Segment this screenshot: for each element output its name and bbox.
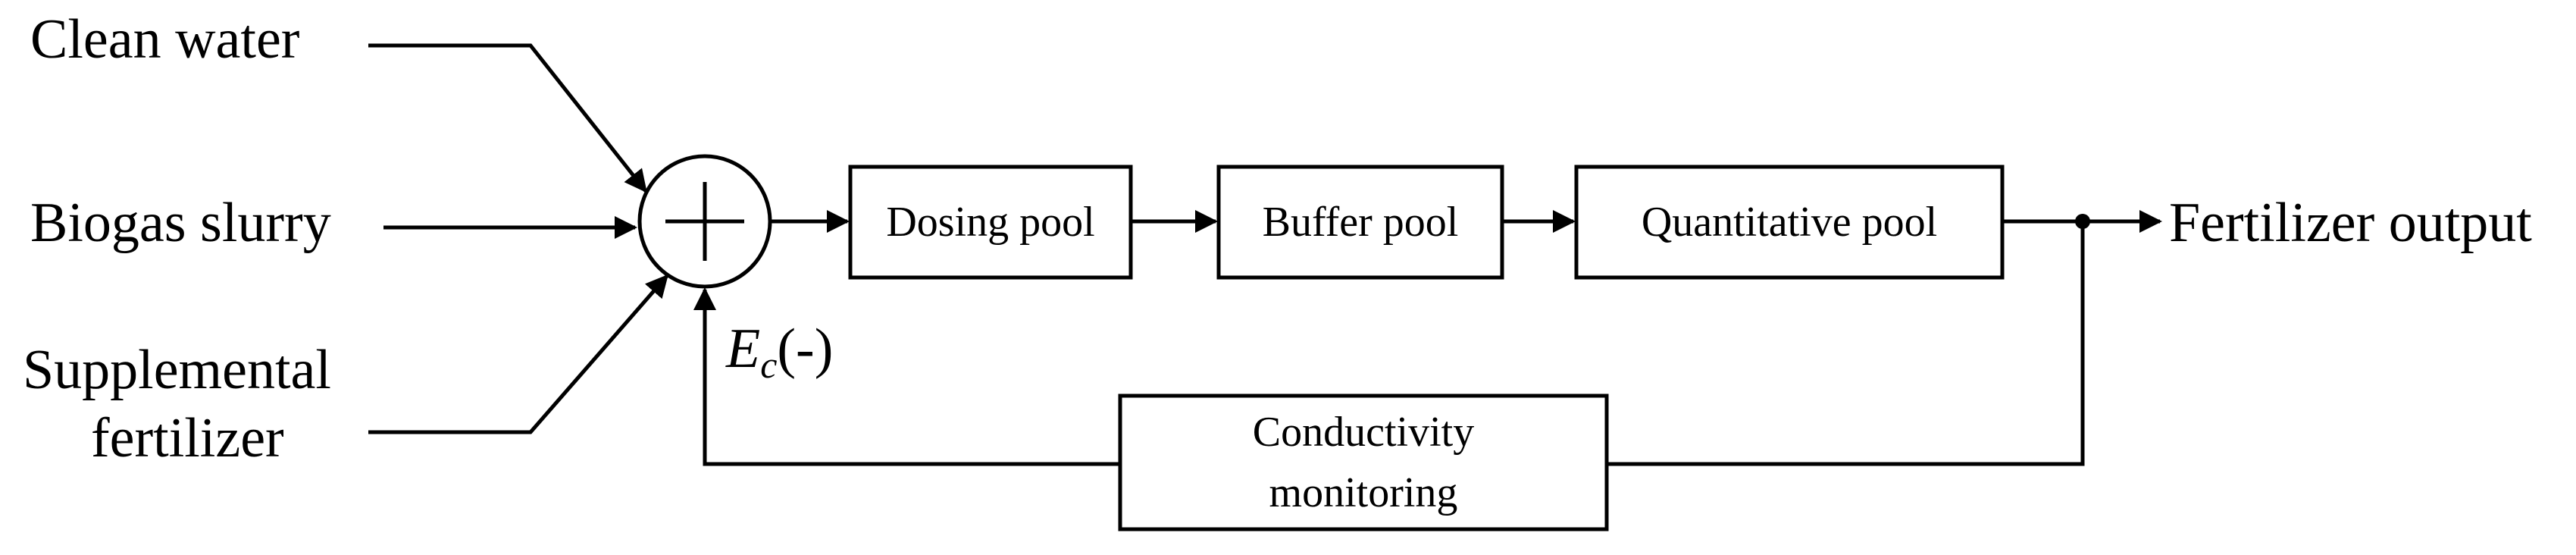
- clean-water-arrow: [368, 43, 647, 193]
- supplemental-label-line2: fertilizer: [91, 407, 284, 469]
- supplemental-label-line1: Supplemental: [23, 339, 331, 401]
- fertilizer-output-label: Fertilizer output: [2169, 192, 2532, 254]
- buffer-pool-box: [1216, 165, 1504, 280]
- conductivity-label-line2: monitoring: [1269, 469, 1458, 516]
- summing-junction: [637, 154, 772, 289]
- supplemental-fertilizer-arrow: [368, 274, 668, 434]
- conductivity-label-line1: Conductivity: [1253, 409, 1474, 456]
- dosing-pool-box: [848, 165, 1133, 280]
- dosing-pool-label: Dosing pool: [886, 199, 1094, 246]
- biogas-slurry-label: Biogas slurry: [30, 192, 331, 254]
- feedback-wire-right: [1607, 221, 2085, 466]
- quantitative-pool-box: [1574, 165, 2005, 280]
- quantitative-pool-label: Quantitative pool: [1642, 199, 1937, 246]
- buffer-pool-label: Buffer pool: [1263, 199, 1459, 246]
- feedback-arrow: [693, 287, 1120, 466]
- feedback-sign-label: Ec(-): [725, 318, 833, 386]
- clean-water-label: Clean water: [30, 8, 299, 71]
